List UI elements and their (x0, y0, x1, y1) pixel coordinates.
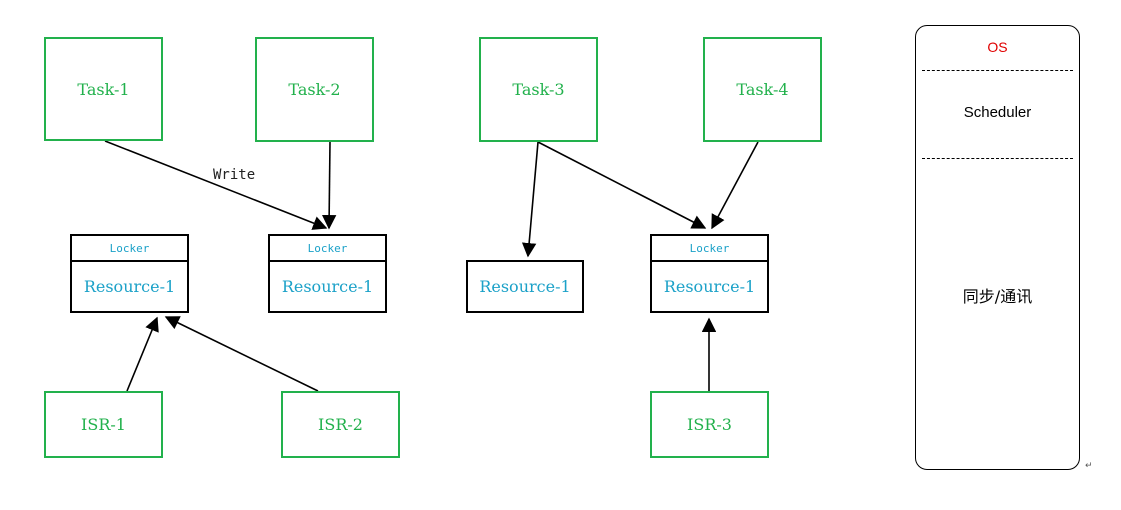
arrow-task3-to-resource-free (521, 141, 539, 258)
scheduler-label: Scheduler (963, 104, 1032, 121)
task-1-node: Task-1 (44, 37, 163, 141)
resource-label: Resource-1 (83, 277, 176, 296)
locker-header: Locker (270, 236, 385, 262)
isr-1-node: ISR-1 (44, 391, 163, 458)
sync-comm-label: 同步/通讯 (962, 287, 1033, 306)
arrow-task2-to-resource (321, 141, 337, 230)
arrow-task1-to-resource (104, 140, 328, 230)
resource-label: Resource-1 (281, 277, 374, 296)
isr-3-node: ISR-3 (650, 391, 769, 458)
os-title: OS (987, 39, 1008, 55)
locker-header: Locker (652, 236, 767, 262)
paragraph-return-icon: ↵ (1085, 461, 1093, 471)
locked-resource-b: Locker Resource-1 (268, 234, 387, 313)
locker-header: Locker (72, 236, 187, 262)
divider (922, 70, 1073, 71)
task-2-node: Task-2 (255, 37, 374, 142)
task-3-node: Task-3 (479, 37, 598, 142)
arrow-task3-to-resource-locked (537, 141, 707, 229)
arrow-task4-to-resource-locked (711, 141, 759, 230)
arrow-isr2-to-resource (164, 316, 319, 392)
locked-resource-d: Locker Resource-1 (650, 234, 769, 313)
free-resource-c: Resource-1 (466, 260, 584, 313)
resource-label: Resource-1 (663, 277, 756, 296)
divider (922, 158, 1073, 159)
arrow-isr1-to-resource (126, 316, 159, 392)
os-panel: OS Scheduler 同步/通讯 (915, 25, 1080, 470)
isr-2-node: ISR-2 (281, 391, 400, 458)
locked-resource-a: Locker Resource-1 (70, 234, 189, 313)
write-edge-label: Write (213, 167, 256, 183)
task-4-node: Task-4 (703, 37, 822, 142)
